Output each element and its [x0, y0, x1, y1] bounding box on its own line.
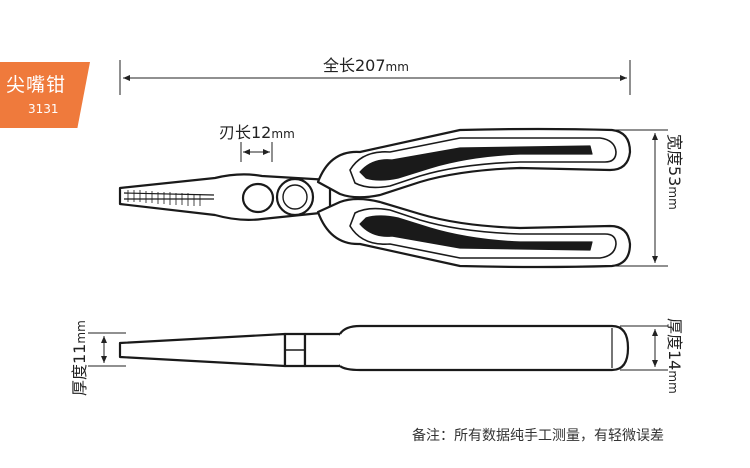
total-length-dimension	[119, 60, 631, 95]
total-length-unit: mm	[385, 60, 409, 74]
blade-length-unit: mm	[271, 127, 295, 141]
blade-length-label: 刃长12mm	[219, 119, 295, 143]
total-length-value: 全长207	[323, 56, 386, 75]
pliers-top-view	[118, 127, 632, 269]
jaw-thickness-dimension	[88, 332, 126, 367]
width-dimension	[612, 129, 668, 267]
jaw-thickness-label: 厚度11mm	[66, 320, 90, 396]
handle-thickness-dimension	[620, 325, 668, 371]
handle-thickness-value: 厚度14	[665, 318, 684, 371]
jaw-thickness-value: 厚度11	[70, 343, 89, 396]
width-value: 宽度53	[665, 134, 684, 187]
width-label: 宽度53mm	[664, 134, 688, 210]
blade-length-dimension	[240, 142, 273, 162]
handle-thickness-label: 厚度14mm	[664, 318, 688, 394]
product-badge: 尖嘴钳 3131	[0, 62, 90, 128]
blade-length-value: 刃长12	[219, 123, 272, 142]
total-length-label: 全长207mm	[323, 52, 409, 76]
pliers-side-view	[118, 324, 630, 372]
width-unit: mm	[666, 186, 680, 210]
product-name: 尖嘴钳	[6, 74, 67, 96]
product-code: 3131	[28, 102, 59, 116]
handle-thickness-unit: mm	[666, 370, 680, 394]
badge-background	[0, 62, 90, 128]
jaw-thickness-unit: mm	[74, 320, 88, 344]
measurement-note: 备注：所有数据纯手工测量，有轻微误差	[412, 428, 664, 444]
